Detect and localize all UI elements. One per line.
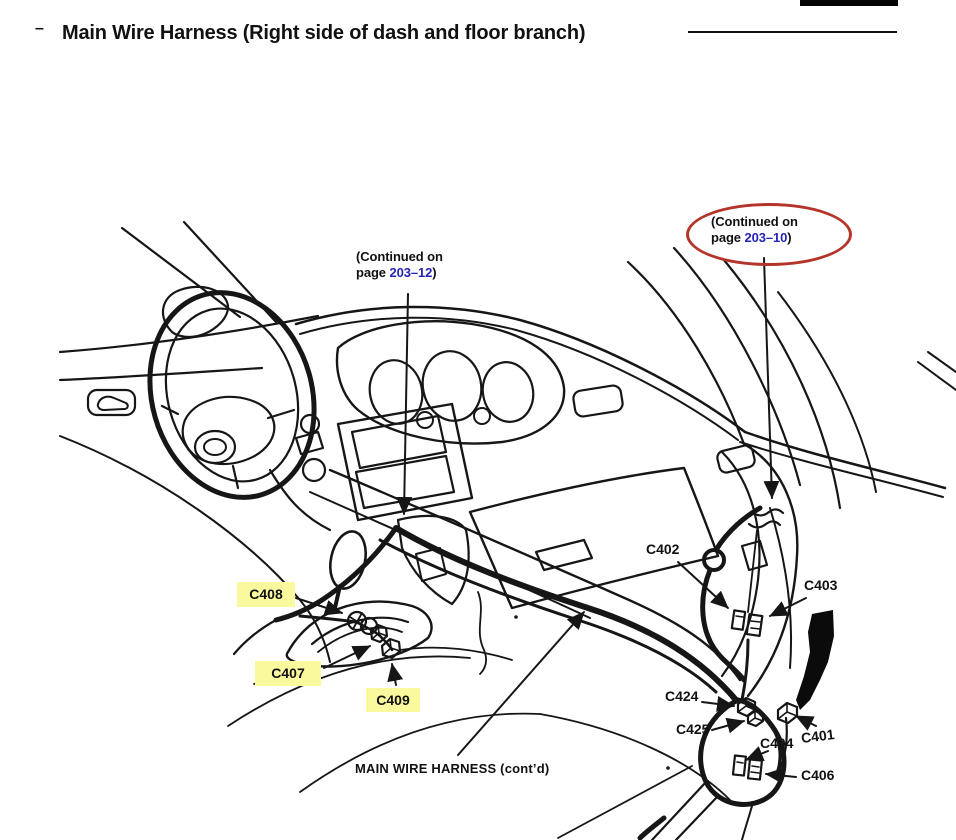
page-link-203-12[interactable]: 203–12 xyxy=(389,265,433,280)
note-left-line1: (Continued on xyxy=(356,249,443,264)
harness-caption: MAIN WIRE HARNESS (cont’d) xyxy=(355,761,550,776)
connector-c409-glyph xyxy=(380,637,402,660)
connector-label-c404: C404 xyxy=(760,735,794,751)
center-stack xyxy=(336,402,474,522)
connector-label-c424: C424 xyxy=(665,688,699,704)
dash-top-edge xyxy=(294,305,956,498)
note-right-line1: (Continued on xyxy=(711,214,798,229)
callout-arrows xyxy=(295,257,817,784)
connector-label-c406: C406 xyxy=(801,767,835,783)
note-left-line2-prefix: page xyxy=(356,265,390,280)
note-right-line2-suffix: ) xyxy=(787,230,792,245)
continued-note-left: (Continued on page 203–12) xyxy=(356,249,443,281)
connector-label-c409: C409 xyxy=(366,688,420,712)
connector-label-c425: C425 xyxy=(676,721,710,737)
note-right-line2-prefix: page xyxy=(711,230,745,245)
dash-right-end xyxy=(720,442,799,698)
connector-label-c408: C408 xyxy=(237,582,295,607)
a-pillar-right-curves xyxy=(626,246,877,510)
connector-c401-glyph xyxy=(776,701,799,725)
page-title: Main Wire Harness (Right side of dash an… xyxy=(62,22,586,44)
connector-c402-c403-glyphs xyxy=(730,609,764,637)
steering-wheel xyxy=(147,290,317,500)
top-right-black-bar xyxy=(800,0,898,6)
main-harness-lines xyxy=(232,505,788,840)
red-highlight-ellipse xyxy=(686,203,852,266)
dash-vents xyxy=(572,384,756,474)
title-dash: – xyxy=(35,20,44,37)
connector-label-c407: C407 xyxy=(255,661,321,686)
connector-label-c403: C403 xyxy=(804,577,838,593)
instrument-cluster xyxy=(335,320,566,445)
kick-panel-bracket xyxy=(796,610,834,710)
page-link-203-10[interactable]: 203–10 xyxy=(744,230,788,245)
connector-c407-glyph xyxy=(369,623,389,644)
connector-c425-glyph xyxy=(746,709,765,728)
shifter-console xyxy=(285,514,470,668)
title-rule xyxy=(688,31,897,33)
connector-label-c402: C402 xyxy=(646,541,680,557)
continued-note-right: (Continued on page 203–10) xyxy=(711,214,798,246)
note-left-line2-suffix: ) xyxy=(432,265,437,280)
steering-column-stalks xyxy=(268,413,332,532)
